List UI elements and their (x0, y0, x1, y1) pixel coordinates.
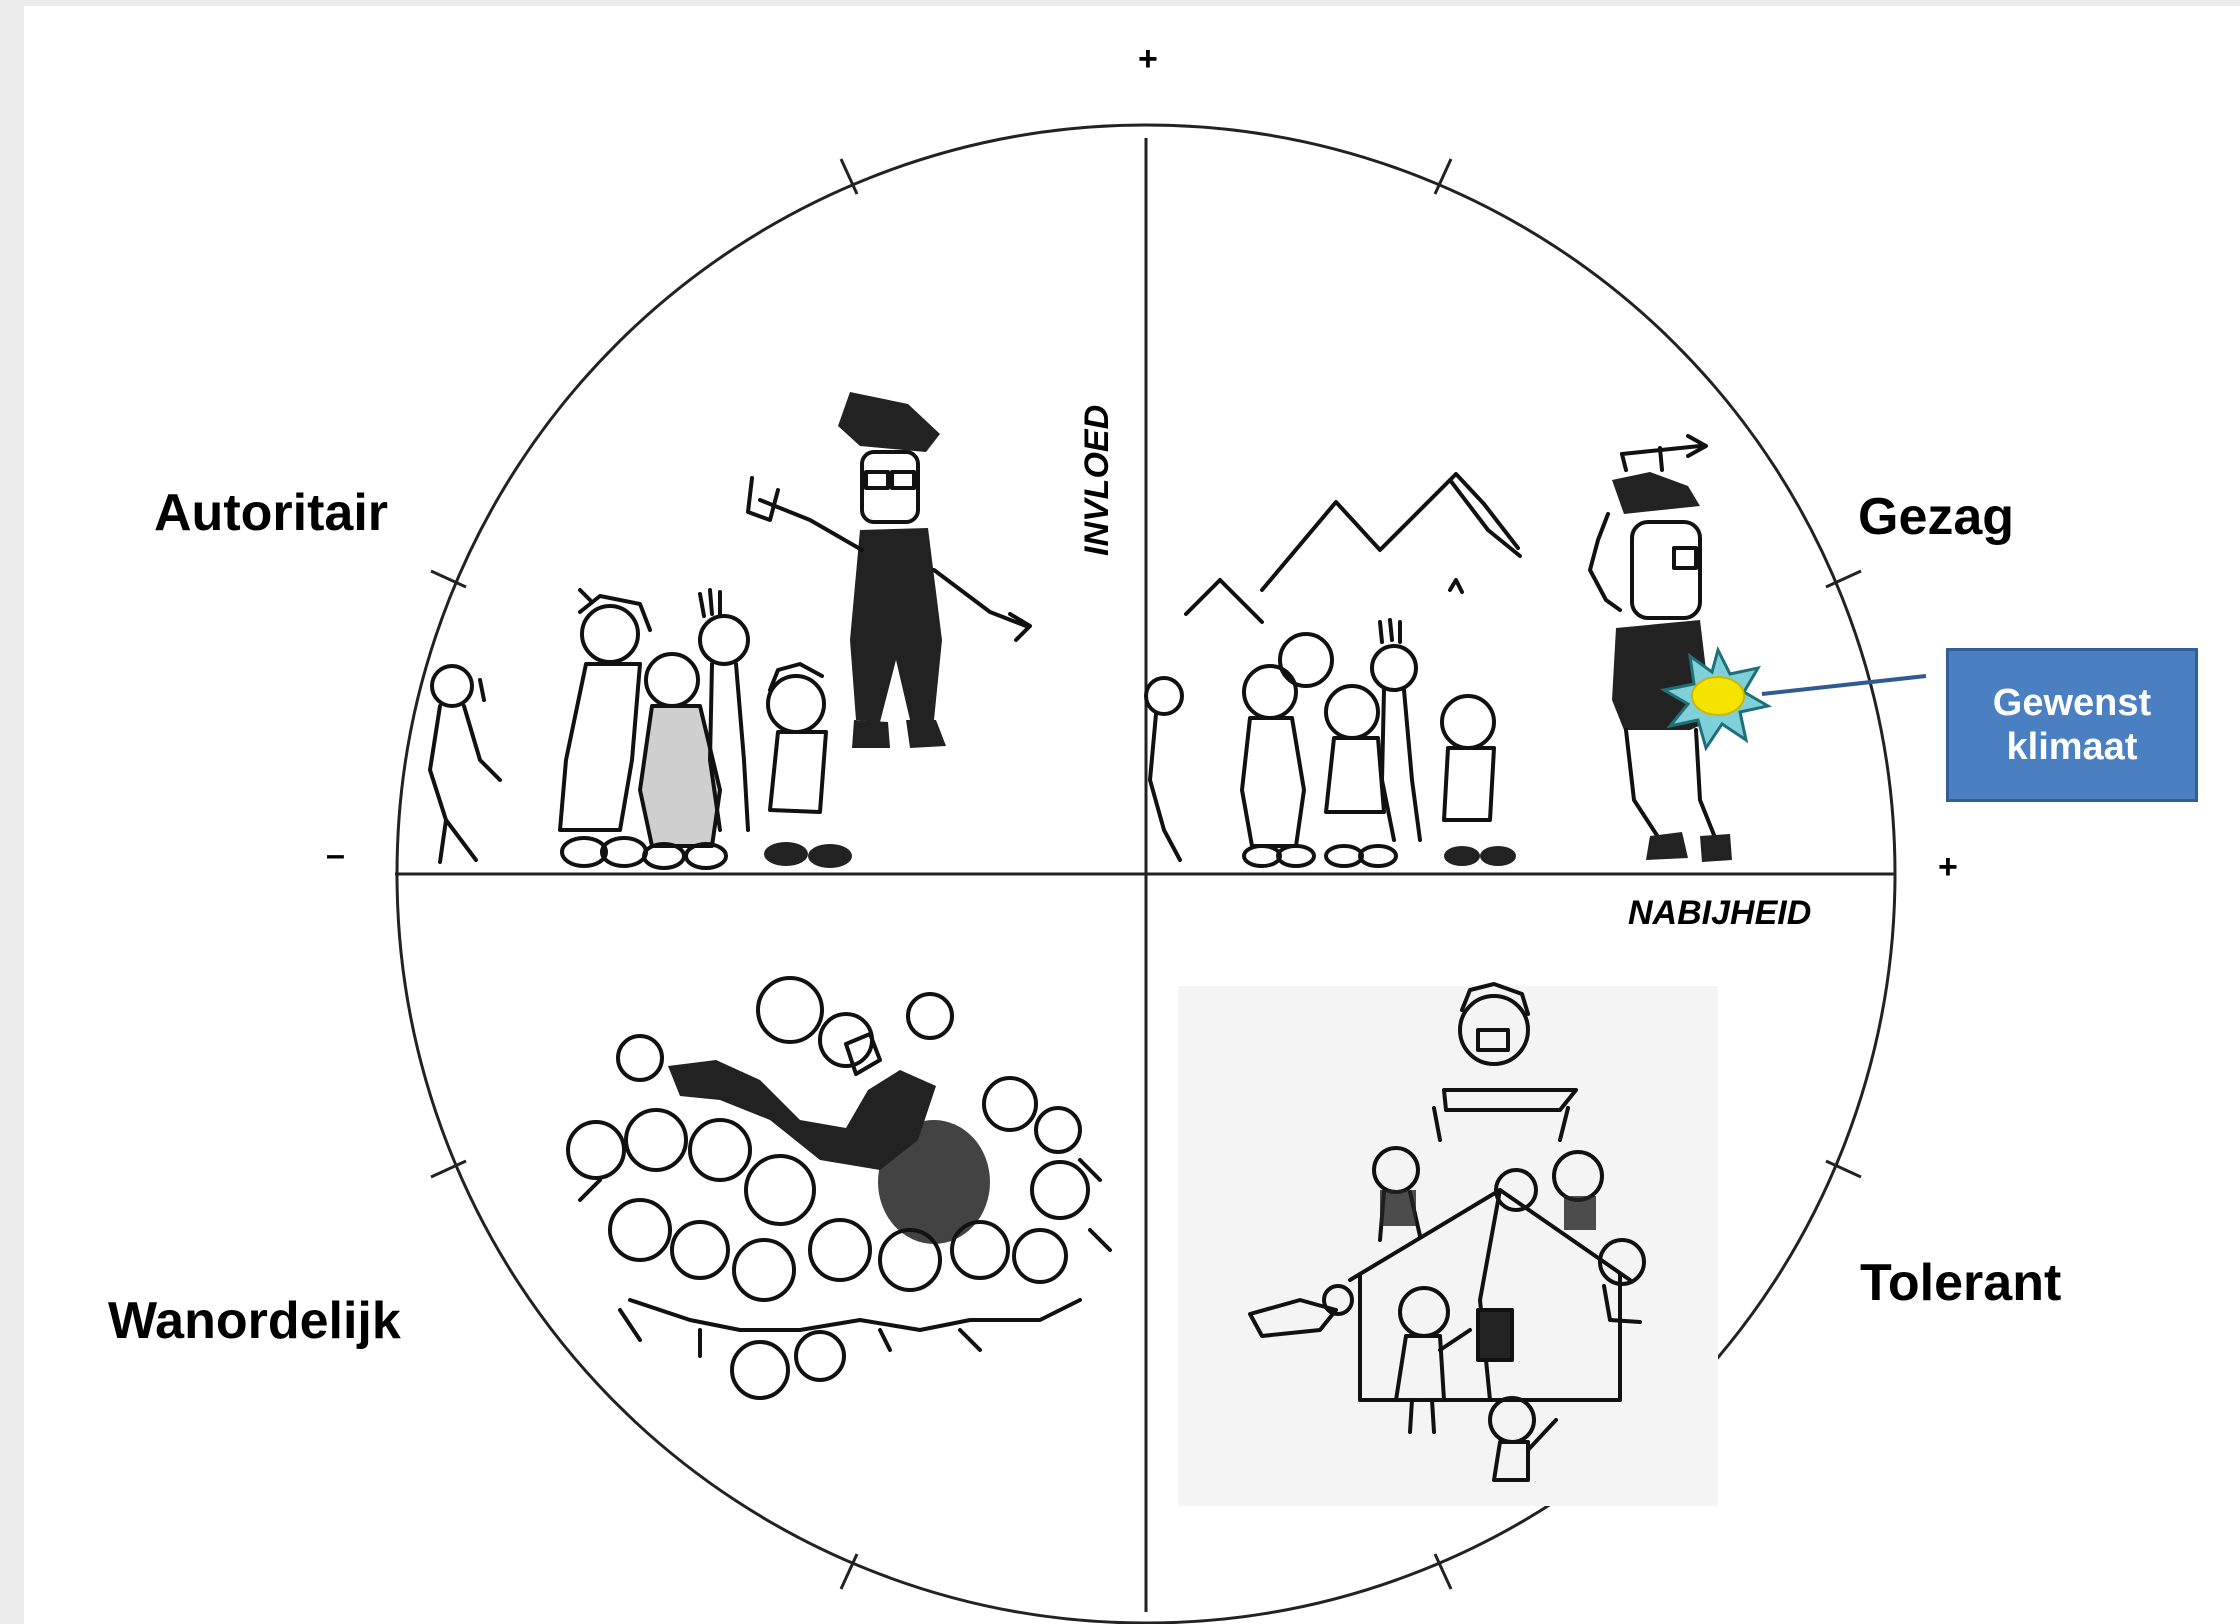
circle-ticks (430, 158, 1862, 1590)
tolerant-scene-background (1178, 986, 1718, 1506)
mountains-drawing (1184, 472, 1522, 624)
quadrant-label-autoritair: Autoritair (154, 484, 388, 542)
top-plus-sign: + (1138, 40, 1158, 78)
disorder-scene-illustration (566, 976, 1112, 1400)
right-plus-sign: + (1938, 848, 1958, 886)
teacher-figure (1588, 434, 1732, 862)
children-group-right (1144, 618, 1516, 868)
quadrant-label-gezag: Gezag (1858, 488, 2014, 546)
sun-star-icon (1659, 645, 1773, 752)
tolerant-scene-illustration (1178, 982, 1718, 1506)
axis-label-nabijheid: NABIJHEID (1628, 894, 1811, 932)
quadrant-label-tolerant: Tolerant (1860, 1254, 2061, 1312)
authoritarian-scene-illustration (428, 392, 1032, 870)
quadrant-label-wanordelijk: Wanordelijk (108, 1292, 401, 1350)
authority-scene-illustration (1144, 434, 1732, 868)
callout-pointer-line (1761, 674, 1927, 696)
left-minus-sign: – (326, 836, 345, 874)
page-canvas (24, 6, 2240, 1624)
gewenst-klimaat-callout: Gewenst klimaat (1946, 648, 2198, 802)
officer-figure (746, 392, 1032, 748)
children-group (428, 588, 852, 870)
axis-label-invloed: INVLOED (1078, 405, 1116, 556)
callout-label: Gewenst klimaat (1992, 682, 2152, 768)
